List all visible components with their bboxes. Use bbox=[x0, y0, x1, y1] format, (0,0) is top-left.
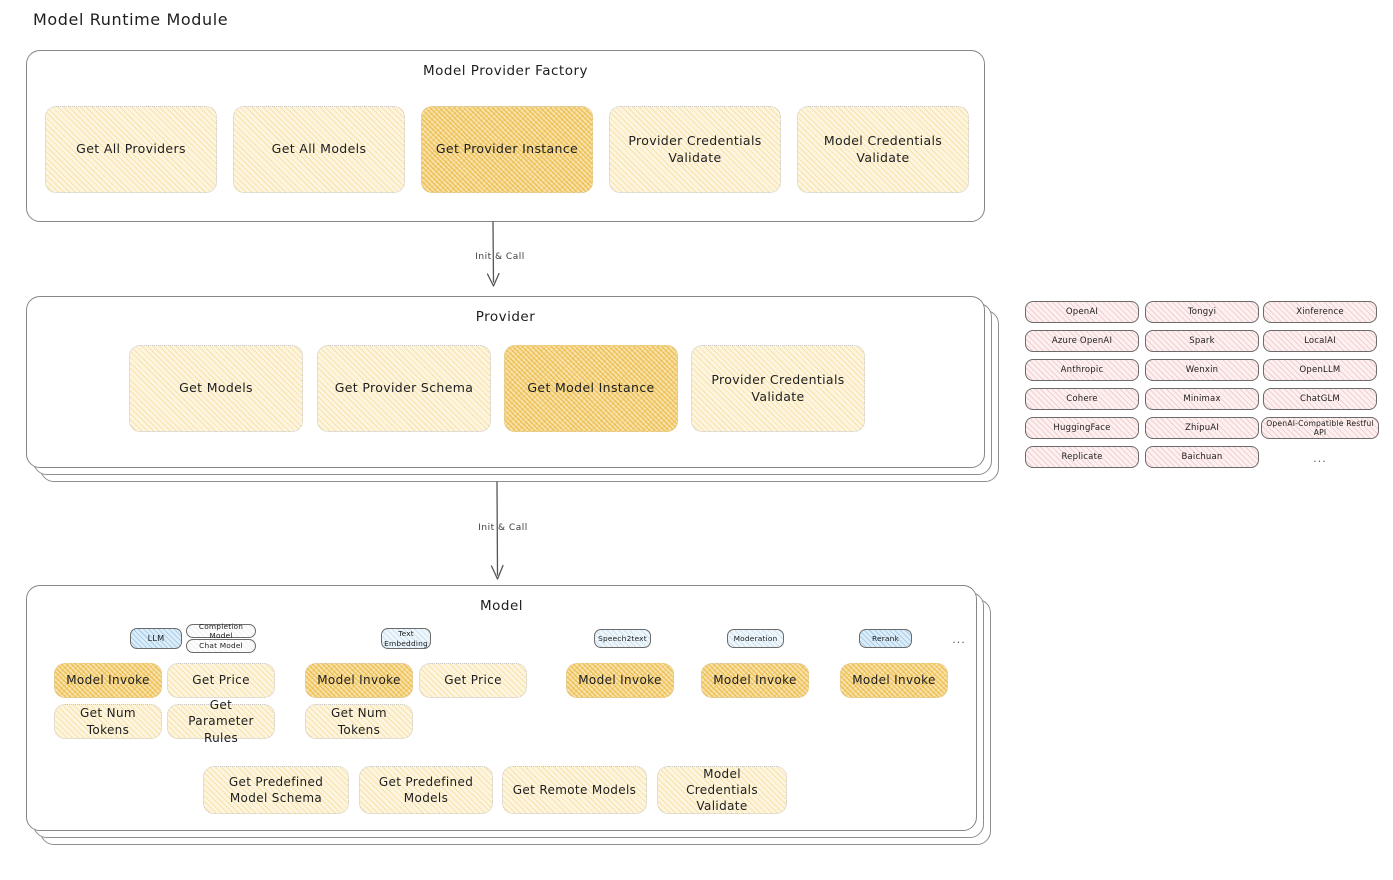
model-type-badge-rerank[interactable]: Rerank bbox=[859, 629, 912, 648]
provider-chip-replicate[interactable]: Replicate bbox=[1025, 446, 1139, 468]
provider-chip-minimax[interactable]: Minimax bbox=[1145, 388, 1259, 410]
model-subtype-badge-chat-model[interactable]: Chat Model bbox=[186, 639, 256, 653]
provider-chip-xinference[interactable]: Xinference bbox=[1263, 301, 1377, 323]
provider-chip-tongyi[interactable]: Tongyi bbox=[1145, 301, 1259, 323]
factory-node-provider-credentials-validate[interactable]: Provider Credentials Validate bbox=[609, 106, 781, 193]
provider-chip-spark[interactable]: Spark bbox=[1145, 330, 1259, 352]
model-subtype-badge-completion-model[interactable]: Completion Model bbox=[186, 622, 256, 640]
model-method-llm-get-price[interactable]: Get Price bbox=[167, 663, 275, 698]
model-type-badge-speech2text[interactable]: Speech2text bbox=[594, 629, 651, 648]
factory-node-model-credentials-validate[interactable]: Model Credentials Validate bbox=[797, 106, 969, 193]
factory-node-get-all-providers[interactable]: Get All Providers bbox=[45, 106, 217, 193]
model-common-method-get-predefined-models[interactable]: Get Predefined Models bbox=[359, 766, 493, 814]
model-common-method-model-credentials-validate[interactable]: Model Credentials Validate bbox=[657, 766, 787, 814]
model-method-rerank-model-invoke[interactable]: Model Invoke bbox=[840, 663, 948, 698]
provider-chip-openai[interactable]: OpenAI bbox=[1025, 301, 1139, 323]
model-type-badge-text-embedding[interactable]: Text Embedding bbox=[381, 628, 431, 649]
factory-node-get-provider-instance[interactable]: Get Provider Instance bbox=[421, 106, 593, 193]
provider-chip-azure-openai[interactable]: Azure OpenAI bbox=[1025, 330, 1139, 352]
provider-node-get-provider-schema[interactable]: Get Provider Schema bbox=[317, 345, 491, 432]
provider-node-get-model-instance[interactable]: Get Model Instance bbox=[504, 345, 678, 432]
provider-chip-cohere[interactable]: Cohere bbox=[1025, 388, 1139, 410]
model-method-text-embedding-get-price[interactable]: Get Price bbox=[419, 663, 527, 698]
arrow-label-init-and-call-1: Init & Call bbox=[475, 252, 525, 262]
provider-chip-baichuan[interactable]: Baichuan bbox=[1145, 446, 1259, 468]
provider-chip-wenxin[interactable]: Wenxin bbox=[1145, 359, 1259, 381]
model-method-text-embedding-get-num-tokens[interactable]: Get Num Tokens bbox=[305, 704, 413, 739]
provider-chip-chatglm[interactable]: ChatGLM bbox=[1263, 388, 1377, 410]
page-title: Model Runtime Module bbox=[33, 10, 229, 29]
provider-chip-anthropic[interactable]: Anthropic bbox=[1025, 359, 1139, 381]
model-title: Model bbox=[479, 598, 524, 614]
arrow-label-init-and-call-2: Init & Call bbox=[478, 523, 528, 533]
provider-chip-zhipuai[interactable]: ZhipuAI bbox=[1145, 417, 1259, 439]
provider-node-provider-credentials-validate[interactable]: Provider Credentials Validate bbox=[691, 345, 865, 432]
model-common-method-get-remote-models[interactable]: Get Remote Models bbox=[502, 766, 647, 814]
model-method-speech2text-model-invoke[interactable]: Model Invoke bbox=[566, 663, 674, 698]
model-types-more: ... bbox=[952, 632, 966, 646]
factory-node-get-all-models[interactable]: Get All Models bbox=[233, 106, 405, 193]
model-method-llm-model-invoke[interactable]: Model Invoke bbox=[54, 663, 162, 698]
model-method-text-embedding-model-invoke[interactable]: Model Invoke bbox=[305, 663, 413, 698]
model-common-method-get-predefined-model-schema[interactable]: Get Predefined Model Schema bbox=[203, 766, 349, 814]
provider-chip-localai[interactable]: LocalAI bbox=[1263, 330, 1377, 352]
provider-node-get-models[interactable]: Get Models bbox=[129, 345, 303, 432]
provider-chip-huggingface[interactable]: HuggingFace bbox=[1025, 417, 1139, 439]
model-type-badge-llm[interactable]: LLM bbox=[130, 628, 182, 649]
model-method-llm-get-parameter-rules[interactable]: Get Parameter Rules bbox=[167, 698, 275, 745]
model-provider-factory-title: Model Provider Factory bbox=[422, 63, 588, 79]
provider-title: Provider bbox=[475, 309, 536, 325]
model-type-badge-moderation[interactable]: Moderation bbox=[727, 629, 784, 648]
provider-chip-openai-compatible-restful-api[interactable]: OpenAI-Compatible Restful API bbox=[1261, 417, 1379, 439]
model-method-moderation-model-invoke[interactable]: Model Invoke bbox=[701, 663, 809, 698]
provider-list-more: ... bbox=[1313, 451, 1327, 465]
model-method-llm-get-num-tokens[interactable]: Get Num Tokens bbox=[54, 704, 162, 739]
provider-chip-openllm[interactable]: OpenLLM bbox=[1263, 359, 1377, 381]
